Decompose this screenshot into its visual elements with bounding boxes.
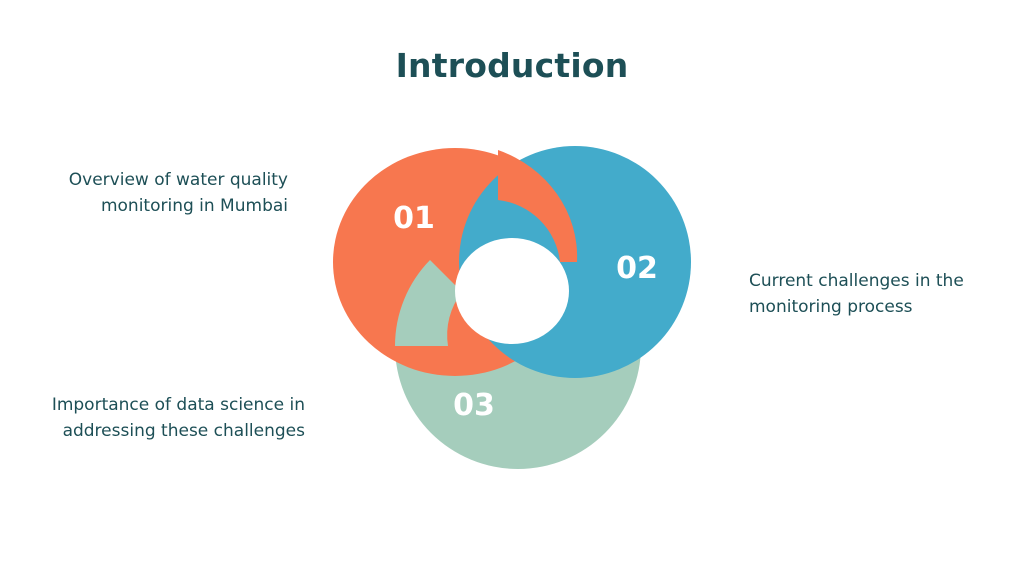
number-03: 03 bbox=[453, 388, 495, 423]
item-01-text: Overview of water quality monitoring in … bbox=[68, 170, 288, 216]
page-title: Introduction bbox=[395, 46, 629, 85]
number-01: 01 bbox=[393, 201, 435, 236]
item-02-text: Current challenges in the monitoring pro… bbox=[749, 271, 964, 317]
segment-03-overlap bbox=[395, 260, 462, 346]
item-03-text: Importance of data science in addressing… bbox=[51, 395, 305, 441]
number-02: 02 bbox=[616, 251, 658, 286]
segment-01-overlap bbox=[498, 150, 578, 262]
